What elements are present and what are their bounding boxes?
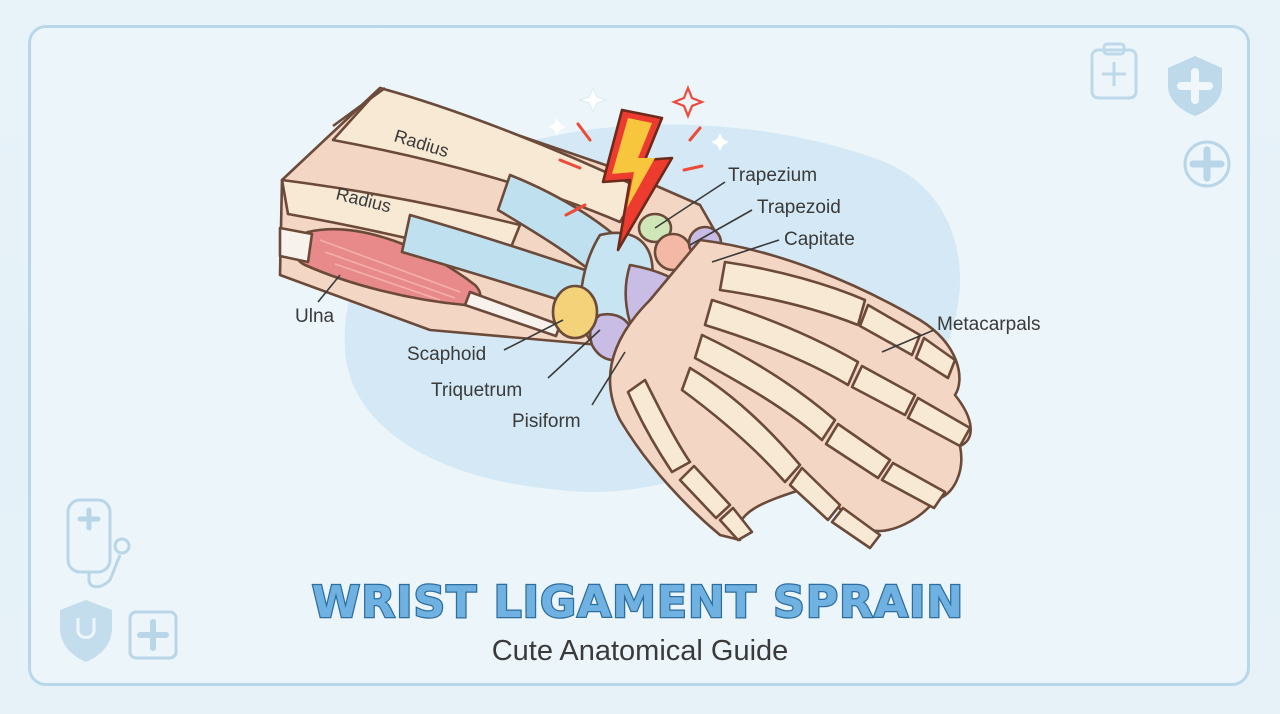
scaphoid-bone [553, 286, 597, 338]
label-pisiform: Pisiform [512, 411, 581, 432]
clipboard-plus-icon [1092, 44, 1136, 98]
stethoscope-icon [68, 500, 129, 587]
medical-cross-icon [1185, 142, 1229, 186]
clipboard-plus-small-icon [130, 612, 176, 658]
page-subtitle: Cute Anatomical Guide [492, 635, 789, 667]
shield-plus-icon [1168, 56, 1222, 116]
label-trapezoid: Trapezoid [757, 197, 841, 218]
shield-stethoscope-icon [60, 600, 112, 662]
label-ulna: Ulna [295, 306, 335, 327]
page-title: WRIST LIGAMENT SPRAIN [312, 577, 964, 628]
label-triquetrum: Triquetrum [431, 380, 522, 401]
label-scaphoid: Scaphoid [407, 344, 486, 365]
label-metacarpals: Metacarpals [937, 314, 1041, 335]
label-trapezium: Trapezium [728, 165, 817, 186]
label-capitate: Capitate [784, 229, 855, 250]
